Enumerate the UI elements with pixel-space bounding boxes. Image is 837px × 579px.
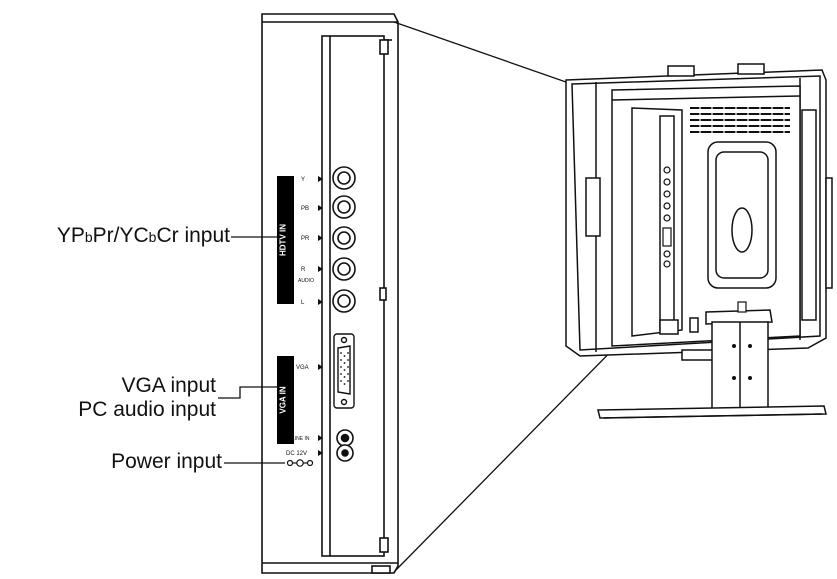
vga-in-label: VGA IN xyxy=(279,386,288,413)
label-r: R xyxy=(301,267,306,273)
vent-grille-gaps xyxy=(699,104,785,136)
callout-vga: VGA input xyxy=(20,374,216,398)
arrow-l xyxy=(318,299,323,305)
hdtv-in-label: HDTV IN xyxy=(279,224,288,256)
label-pb: PB xyxy=(301,206,309,212)
arrow-r xyxy=(318,266,323,272)
monitor-housing-inner xyxy=(571,75,821,351)
arrow-pb xyxy=(318,205,323,211)
arrow-pr xyxy=(318,235,323,241)
line-in-jack xyxy=(336,429,354,447)
vent-grille xyxy=(690,107,790,133)
label-y: Y xyxy=(301,177,305,183)
zoom-line-bottom xyxy=(393,327,635,573)
arrow-line-in xyxy=(318,435,323,441)
bottom-block-left xyxy=(659,319,679,335)
clip-middle xyxy=(379,287,387,301)
jack-pr-inner xyxy=(337,231,351,245)
top-tab-left xyxy=(667,65,695,77)
stand-screws xyxy=(732,344,752,380)
clip-bottom xyxy=(379,537,389,553)
label-line-in: LINE IN xyxy=(292,436,310,442)
vesa-plate-inner xyxy=(715,151,769,279)
vga-pins xyxy=(340,352,349,385)
foot-bottom xyxy=(371,565,391,574)
callout-power: Power input xyxy=(20,450,222,474)
dc-jack xyxy=(336,444,354,462)
callout-pc-audio-text: PC audio input xyxy=(78,398,216,421)
callout-vga-text: VGA input xyxy=(121,374,216,397)
clip-top xyxy=(379,39,389,55)
vga-screw-top xyxy=(340,336,348,344)
vga-in-label-bg xyxy=(277,356,294,444)
callout-ypbpr-part: Cr input xyxy=(156,224,230,247)
bottom-block-mid xyxy=(689,317,699,333)
stand-lock xyxy=(737,301,747,313)
rear-connectors xyxy=(662,166,672,268)
vesa-oval xyxy=(731,207,753,253)
monitor-stand xyxy=(597,309,827,419)
right-button-strip xyxy=(825,177,833,289)
label-audio: AUDIO xyxy=(298,278,314,284)
port-arrows xyxy=(318,176,323,456)
rear-connector-strip xyxy=(659,115,675,331)
stand-base-edge xyxy=(603,413,823,419)
label-dc: DC 12V xyxy=(286,451,307,457)
label-l: L xyxy=(301,300,305,306)
callout-power-text: Power input xyxy=(111,450,222,473)
line-in-hole xyxy=(340,433,350,443)
vga-connector xyxy=(333,333,355,409)
dc-jack-pin xyxy=(341,449,349,457)
left-handle xyxy=(585,177,601,237)
top-tab-right xyxy=(737,63,765,75)
callout-ypbpr-sub: b xyxy=(84,229,93,245)
right-side-panel xyxy=(801,109,817,321)
leader-vga xyxy=(218,386,277,399)
arrow-vga xyxy=(318,364,323,370)
leader-lines xyxy=(218,236,285,464)
stand-neck-top xyxy=(705,309,773,325)
arrow-y xyxy=(318,176,323,182)
jack-audio-r-inner xyxy=(337,262,351,276)
vga-screw-bottom xyxy=(340,398,348,406)
port-labels: Y PB PR R AUDIO L VGA LINE IN DC 12V xyxy=(286,177,314,457)
label-pr: PR xyxy=(301,236,310,242)
callout-ypbpr-part: YP xyxy=(56,224,85,247)
jack-audio-l-inner xyxy=(337,294,351,308)
jack-pb-inner xyxy=(337,200,351,214)
label-vga: VGA xyxy=(296,365,309,371)
hdtv-in-label-bg xyxy=(277,176,294,304)
dc-polarity-symbol xyxy=(286,459,314,467)
rear-cover-top-line xyxy=(611,95,801,101)
callout-pc-audio: PC audio input xyxy=(20,398,216,422)
callout-ypbpr-part: Pr/YC xyxy=(92,224,149,247)
callout-ypbpr-sub: b xyxy=(148,229,157,245)
callout-ypbpr: YPbPr/YCbCr input xyxy=(8,224,230,249)
monitor-rear-view xyxy=(565,63,833,361)
bottom-foot xyxy=(681,349,717,361)
arrow-dc xyxy=(318,450,323,456)
jack-y-inner xyxy=(337,171,351,185)
rca-jacks xyxy=(332,166,356,313)
